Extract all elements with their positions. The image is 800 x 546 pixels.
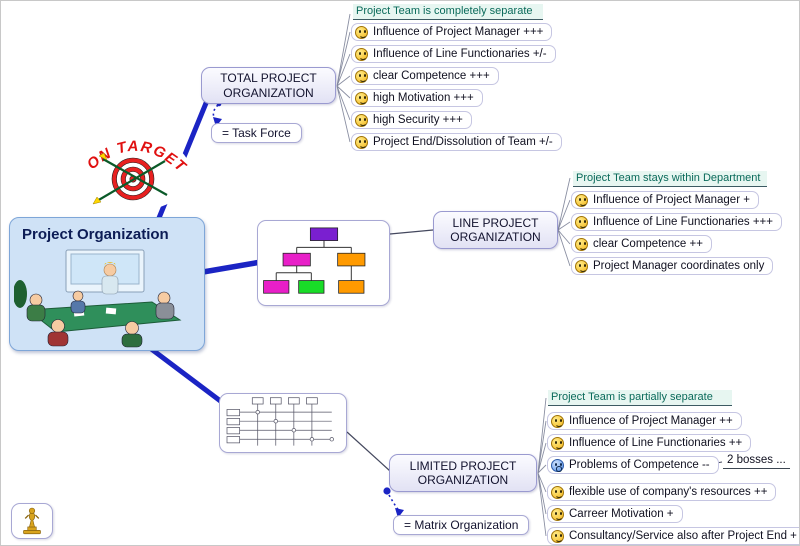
list-item[interactable]: clear Competence +++	[351, 67, 499, 85]
item-label: flexible use of company's resources ++	[569, 486, 768, 498]
matrix-diagram-node[interactable]	[219, 393, 347, 453]
branch-line-project-organization[interactable]: LINE PROJECT ORGANIZATION	[433, 211, 558, 249]
item-label: Influence of Project Manager +	[593, 194, 750, 206]
item-label: Influence of Line Functionaries +/-	[373, 48, 547, 60]
smiley-icon	[551, 485, 564, 499]
smiley-icon	[355, 47, 368, 61]
callout-2-bosses[interactable]: 2 bosses ...	[723, 453, 790, 469]
list-item[interactable]: Project End/Dissolution of Team +/-	[351, 133, 562, 151]
item-label: high Motivation +++	[373, 92, 474, 104]
item-label: high Security +++	[373, 114, 463, 126]
item-label: Influence of Project Manager ++	[569, 415, 733, 427]
list-item[interactable]: Consultancy/Service also after Project E…	[547, 527, 799, 545]
item-label: Influence of Line Functionaries ++	[569, 437, 743, 449]
list-item[interactable]: high Security +++	[351, 111, 472, 129]
item-label: Influence of Line Functionaries +++	[593, 216, 773, 228]
list-item[interactable]: Influence of Project Manager ++	[547, 412, 742, 430]
list-item[interactable]: Project Manager coordinates only	[571, 257, 774, 275]
item-label: Consultancy/Service also after Project E…	[569, 530, 797, 542]
list-item[interactable]: Influence of Line Functionaries ++	[547, 434, 752, 452]
branch-limited-project-organization[interactable]: LIMITED PROJECT ORGANIZATION	[389, 454, 537, 492]
trophy-icon	[23, 507, 41, 535]
item-label: Carreer Motivation +	[569, 508, 674, 520]
smiley-icon	[355, 25, 368, 39]
smiley-icon	[551, 529, 564, 543]
list-item[interactable]: Influence of Project Manager +	[571, 191, 759, 209]
org-chart-image	[262, 227, 365, 294]
item-label: clear Competence ++	[593, 238, 703, 250]
list-item[interactable]: Influence of Project Manager +++	[351, 23, 553, 41]
root-title: Project Organization	[22, 226, 169, 243]
surprised-blue-icon	[551, 458, 564, 472]
smiley-icon	[575, 215, 588, 229]
list-item[interactable]: high Motivation +++	[351, 89, 483, 107]
smiley-icon	[355, 69, 368, 83]
meeting-clipart	[13, 248, 202, 348]
list-item[interactable]: Influence of Line Functionaries +++	[571, 213, 782, 231]
list-item[interactable]: Influence of Line Functionaries +/-	[351, 45, 556, 63]
org-chart-node[interactable]	[257, 220, 390, 306]
smiley-icon	[575, 259, 588, 273]
list-item[interactable]: flexible use of company's resources ++	[547, 483, 777, 501]
award-node[interactable]	[11, 503, 53, 539]
item-label: Influence of Project Manager +++	[373, 26, 544, 38]
task-force-node[interactable]: = Task Force	[211, 123, 302, 143]
item-label: clear Competence +++	[373, 70, 490, 82]
matrix-organization-node[interactable]: = Matrix Organization	[393, 515, 530, 535]
list-item[interactable]: Problems of Competence --	[547, 456, 719, 474]
item-label: Project Manager coordinates only	[593, 260, 765, 272]
smiley-icon	[551, 507, 564, 521]
matrix-diagram-image	[226, 397, 334, 446]
item-label: Project End/Dissolution of Team +/-	[373, 136, 553, 148]
smiley-icon	[355, 113, 368, 127]
branch-total-project-organization[interactable]: TOTAL PROJECT ORGANIZATION	[201, 67, 336, 104]
root-topic[interactable]: Project Organization	[9, 217, 205, 351]
list-item[interactable]: Carreer Motivation +	[547, 505, 683, 523]
smiley-icon	[575, 193, 588, 207]
dartboard-icon: ON TARGET	[79, 135, 191, 211]
smiley-icon	[551, 414, 564, 428]
smiley-icon	[551, 436, 564, 450]
header-limited-branch: Project Team is partially separate	[548, 390, 732, 406]
smiley-icon	[355, 91, 368, 105]
smiley-icon	[575, 237, 588, 251]
on-target-logo: ON TARGET	[77, 129, 193, 211]
item-label: Problems of Competence --	[569, 459, 710, 471]
smiley-icon	[355, 135, 368, 149]
header-total-branch: Project Team is completely separate	[353, 4, 543, 20]
header-line-branch: Project Team stays within Department	[573, 171, 767, 187]
list-item[interactable]: clear Competence ++	[571, 235, 712, 253]
